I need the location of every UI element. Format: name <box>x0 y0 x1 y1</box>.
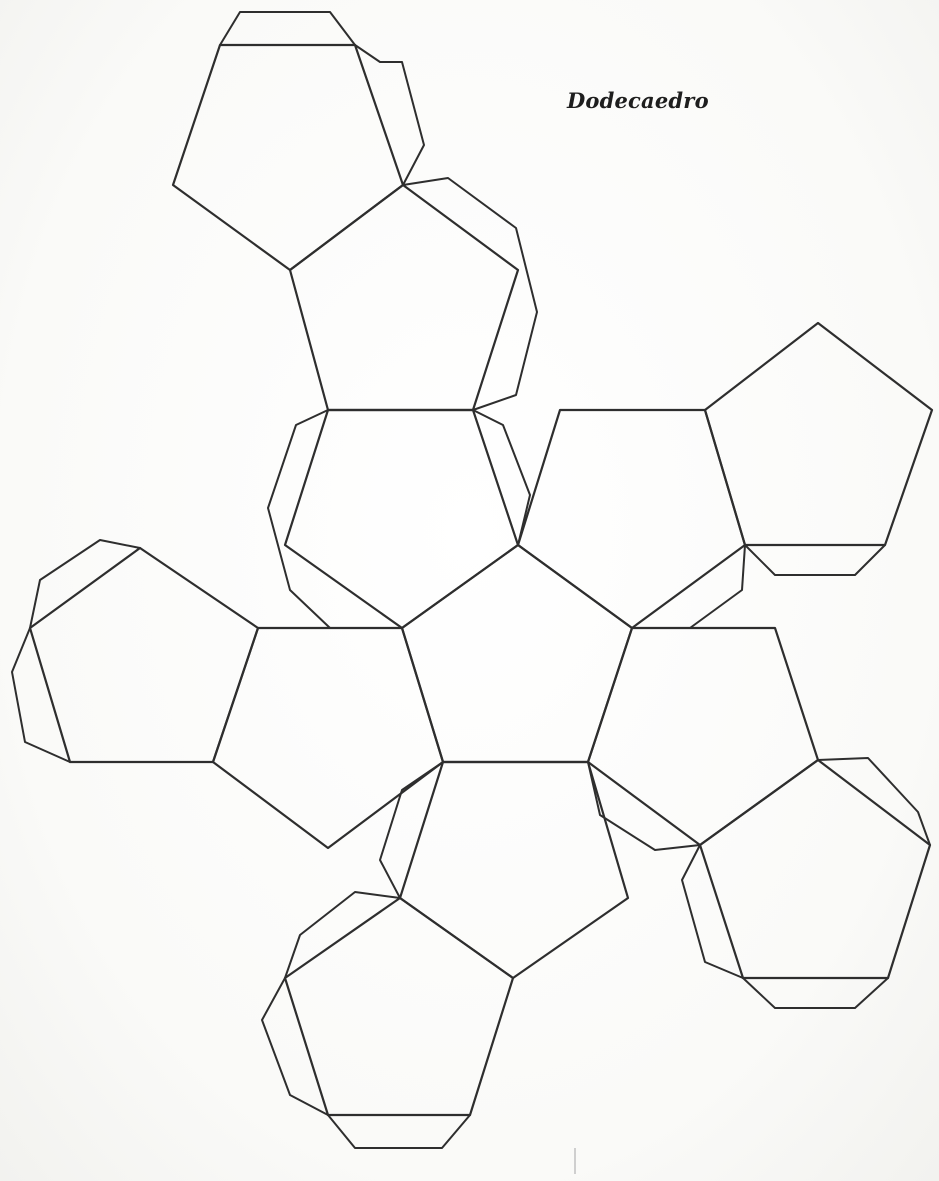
face-far-left <box>28 546 260 764</box>
face-top <box>171 43 405 272</box>
glue-tab-bottom-right-left <box>681 844 744 979</box>
face-center <box>400 543 634 764</box>
glue-tab-bottom-far-left <box>261 977 329 1116</box>
glue-tab-top-right <box>354 44 425 186</box>
glue-tab-top-top <box>219 11 356 46</box>
face-upper-right <box>516 408 747 630</box>
glue-tab-right-lower <box>587 761 701 851</box>
face-top-upper <box>288 183 520 412</box>
glue-tab-upper-left <box>267 409 331 629</box>
glue-tab-bottom-bottom <box>327 1114 471 1149</box>
glue-tab-bottom-right-right <box>817 757 931 846</box>
glue-tab-bottom-left <box>284 891 401 979</box>
glue-tab-far-left-top <box>29 539 141 629</box>
face-bottom <box>283 896 515 1117</box>
glue-tab-right-inner <box>631 544 746 629</box>
face-lower <box>398 760 630 980</box>
face-bottom-right <box>698 758 932 980</box>
glue-tab-lower-left <box>379 761 444 899</box>
scan-smudge <box>574 1148 576 1174</box>
glue-tab-upper-right <box>402 177 538 411</box>
glue-tab-bottom-right-bottom <box>742 977 889 1009</box>
face-right <box>586 626 820 847</box>
glue-tab-far-left-left <box>11 627 71 763</box>
glue-tab-upper-lower-right <box>472 409 531 546</box>
face-far-right <box>703 321 934 547</box>
page-title: Dodecaedro <box>567 88 709 113</box>
face-upper <box>283 408 520 630</box>
glue-tab-far-right-bottom <box>744 544 886 576</box>
